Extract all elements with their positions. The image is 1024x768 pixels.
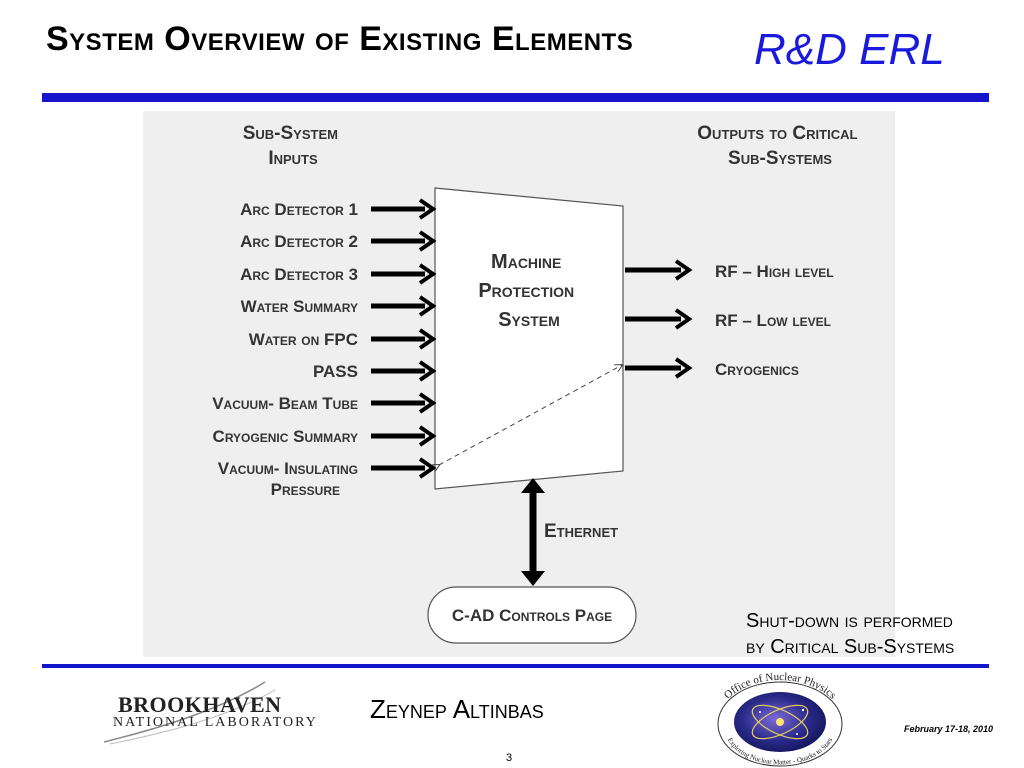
bnl-swoosh-icon — [109, 689, 276, 745]
input-label-line: Pressure — [271, 480, 340, 499]
input-label: Vacuum- Beam Tube — [212, 394, 358, 413]
ethernet-arrowhead-up — [521, 478, 545, 493]
top-rule — [42, 93, 989, 102]
page-number: 3 — [506, 752, 513, 764]
output-label: RF – High level — [715, 262, 834, 281]
output-row: Cryogenics — [625, 357, 799, 379]
onp-seal-logo: Office of Nuclear Physics Exploring Nucl… — [717, 672, 843, 767]
bnl-name: BROOKHAVEN — [118, 692, 282, 717]
input-label: PASS — [313, 362, 358, 381]
input-arrowhead — [418, 263, 437, 285]
star-icon — [759, 711, 761, 713]
input-label-line: Vacuum- Insulating — [218, 459, 358, 478]
input-label-line: Water Summary — [241, 297, 358, 316]
bnl-swoosh-icon — [103, 681, 266, 743]
mps-label-line: Machine — [491, 251, 561, 273]
input-label-line: PASS — [313, 362, 358, 381]
input-label: Cryogenic Summary — [213, 427, 358, 446]
system-diagram: Sub-System Inputs Outputs to Critical Su… — [212, 123, 862, 644]
output-row: RF – Low level — [625, 308, 831, 330]
atom-orbit-icon — [751, 704, 809, 740]
input-arrowhead — [418, 328, 437, 350]
brand-label: R&D ERL — [754, 25, 945, 74]
diagram-panel: Sub-System Inputs Outputs to Critical Su… — [143, 111, 895, 657]
output-arrowhead — [674, 357, 693, 379]
mps-label: Machine Protection System — [478, 251, 579, 331]
atom-nucleus-icon — [776, 718, 784, 726]
inputs-header-line: Sub-System — [243, 123, 338, 144]
input-row: Cryogenic Summary — [213, 425, 437, 447]
note-line: by Critical Sub-Systems — [746, 636, 955, 658]
output-label: Cryogenics — [715, 360, 799, 379]
inputs-header: Sub-System Inputs — [243, 123, 344, 169]
output-label: RF – Low level — [715, 311, 831, 330]
input-row: Arc Detector 3 — [240, 263, 437, 285]
controls-page-box — [427, 586, 637, 644]
input-row: Water on FPC — [249, 328, 437, 350]
output-row: RF – High level — [625, 259, 834, 281]
ethernet-label: Ethernet — [544, 521, 618, 542]
presentation-date: February 17-18, 2010 — [904, 724, 994, 734]
input-label: Arc Detector 1 — [240, 200, 358, 219]
input-row: Water Summary — [241, 295, 437, 317]
presenter-name: Zeynep Altinbas — [370, 694, 544, 724]
bnl-logo — [103, 681, 276, 745]
feedback-dashed-arrow — [439, 365, 622, 465]
outputs-header: Outputs to Critical Sub-Systems — [697, 123, 862, 169]
mps-label-line: System — [498, 309, 560, 331]
bottom-rule — [42, 664, 989, 668]
input-label-line: Water on FPC — [249, 330, 358, 349]
star-icon — [801, 708, 805, 712]
atom-orbit-icon — [751, 704, 809, 740]
input-arrowhead — [418, 295, 437, 317]
input-label-line: Arc Detector 3 — [240, 265, 358, 284]
note-line: Shut-down is performed — [746, 610, 953, 632]
input-row: Arc Detector 2 — [240, 230, 437, 252]
mps-label-line: Protection — [478, 280, 574, 302]
input-label: Arc Detector 2 — [240, 232, 358, 251]
ethernet-link — [521, 478, 545, 586]
input-label: Water Summary — [241, 297, 358, 316]
input-arrowhead — [418, 198, 437, 220]
input-label-line: Arc Detector 2 — [240, 232, 358, 251]
output-arrowhead — [674, 259, 693, 281]
output-arrowhead — [674, 308, 693, 330]
slide-title: System Overview of Existing Elements — [46, 20, 634, 58]
outputs-header-line: Sub-Systems — [728, 148, 832, 169]
shutdown-note: Shut-down is performed by Critical Sub-S… — [746, 608, 1016, 660]
input-arrows-group: Arc Detector 1 Arc Detector 2 Arc Detector… — [212, 198, 437, 499]
input-row: Arc Detector 1 — [240, 198, 437, 220]
input-label: Arc Detector 3 — [240, 265, 358, 284]
mps-block — [434, 187, 624, 490]
inputs-header-line: Inputs — [268, 148, 318, 169]
input-row: PASS — [313, 360, 437, 382]
input-label-line: Vacuum- Beam Tube — [212, 394, 358, 413]
input-arrowhead — [418, 230, 437, 252]
ethernet-arrowhead-down — [521, 571, 545, 586]
input-label-line: Arc Detector 1 — [240, 200, 358, 219]
controls-page-label: C-AD Controls Page — [452, 606, 612, 625]
input-row: Vacuum- Beam Tube — [212, 392, 437, 414]
bnl-subtitle: NATIONAL LABORATORY — [113, 715, 318, 730]
input-label: Water on FPC — [249, 330, 358, 349]
input-label-line: Cryogenic Summary — [213, 427, 358, 446]
star-icon — [796, 733, 798, 735]
outputs-header-line: Outputs to Critical — [697, 123, 857, 144]
